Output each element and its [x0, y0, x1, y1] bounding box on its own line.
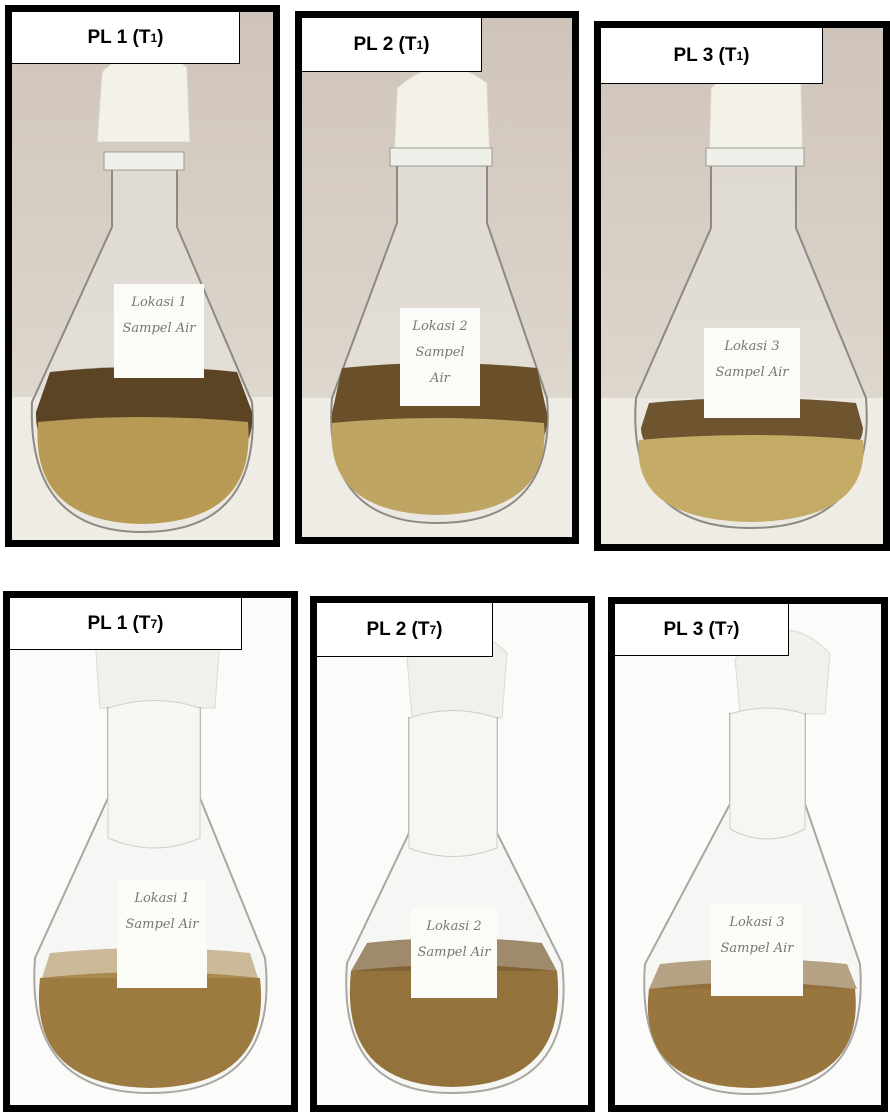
flask-photo [10, 598, 291, 1105]
flask-photo [615, 604, 881, 1105]
flask-photo [601, 28, 883, 544]
liquid [38, 972, 262, 1088]
liquid [37, 417, 249, 524]
flask-photo [302, 18, 572, 537]
flask-photo [317, 603, 588, 1105]
liquid [638, 435, 864, 522]
liquid [349, 965, 559, 1087]
liquid [331, 418, 545, 515]
liquid [647, 982, 856, 1088]
flask-photo [12, 12, 273, 540]
